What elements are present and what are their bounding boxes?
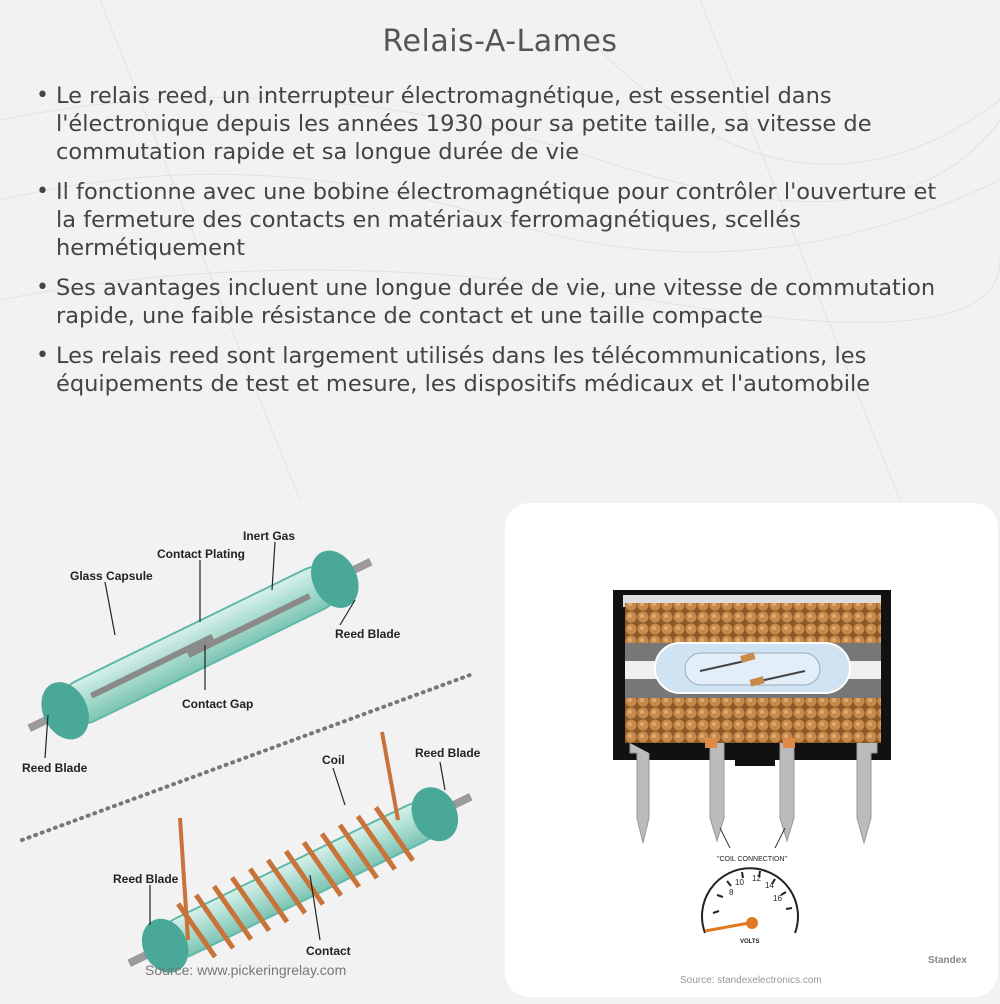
label-contact-gap: Contact Gap — [182, 697, 253, 711]
bullet-item: • Il fonctionne avec une bobine électroma… — [30, 178, 960, 262]
label-contact-plating: Contact Plating — [157, 547, 245, 561]
bullet-item: • Le relais reed, un interrupteur électro… — [30, 82, 960, 166]
label-reed-blade-top-right: Reed Blade — [335, 627, 401, 641]
label-inert-gas: Inert Gas — [243, 529, 295, 543]
reed-switch-top — [27, 550, 373, 740]
label-glass-capsule: Glass Capsule — [70, 569, 153, 583]
reed-switch-bottom — [127, 787, 473, 973]
bullet-item: • Les relais reed sont largement utilisés… — [30, 342, 960, 398]
gauge-tick-14: 14 — [765, 881, 774, 890]
background-pattern — [0, 0, 1000, 500]
label-reed-blade-bottom-left: Reed Blade — [113, 872, 179, 886]
bullet-list: • Le relais reed, un interrupteur électro… — [30, 82, 960, 410]
reed-switch-diagram: Inert Gas Contact Plating Glass Capsule … — [20, 529, 481, 973]
source-right: Source: standexelectronics.com — [680, 975, 822, 986]
coil-connection-label: "COIL CONNECTION" — [717, 856, 788, 863]
source-left: Source: www.pickeringrelay.com — [145, 962, 347, 978]
dotted-divider — [20, 673, 472, 842]
bullet-dot: • — [36, 83, 49, 108]
bullet-text: Il fonctionne avec une bobine électromag… — [56, 179, 937, 261]
gauge-tick-12: 12 — [752, 874, 761, 883]
page-title: Relais-A-Lames — [382, 24, 618, 59]
bullet-dot: • — [36, 343, 49, 368]
gauge-tick-16: 16 — [773, 894, 782, 903]
bullet-item: • Ses avantages incluent une longue durée… — [30, 274, 960, 330]
bullet-text: Ses avantages incluent une longue durée … — [56, 275, 936, 329]
relay-cross-section: "COIL CONNECTION" 8 10 12 14 16 VOLTS — [613, 590, 891, 945]
bullet-dot: • — [36, 275, 49, 300]
label-reed-blade-top-left: Reed Blade — [22, 761, 88, 775]
standex-logo: Standex — [928, 955, 967, 966]
bullet-text: Le relais reed, un interrupteur électrom… — [56, 83, 872, 165]
gauge-tick-8: 8 — [729, 888, 734, 897]
gauge-tick-10: 10 — [735, 878, 744, 887]
voltmeter-gauge: 8 10 12 14 16 VOLTS — [701, 867, 799, 945]
label-reed-blade-bottom-right: Reed Blade — [415, 746, 481, 760]
label-coil: Coil — [322, 753, 345, 767]
relay-cross-section-panel: "COIL CONNECTION" 8 10 12 14 16 VOLTS — [505, 503, 998, 997]
reed-switch-illustration: Inert Gas Contact Plating Glass Capsule … — [0, 500, 498, 1000]
label-contact: Contact — [306, 944, 351, 958]
gauge-unit: VOLTS — [740, 939, 760, 945]
bullet-dot: • — [36, 179, 49, 204]
bullet-text: Les relais reed sont largement utilisés … — [56, 343, 871, 397]
